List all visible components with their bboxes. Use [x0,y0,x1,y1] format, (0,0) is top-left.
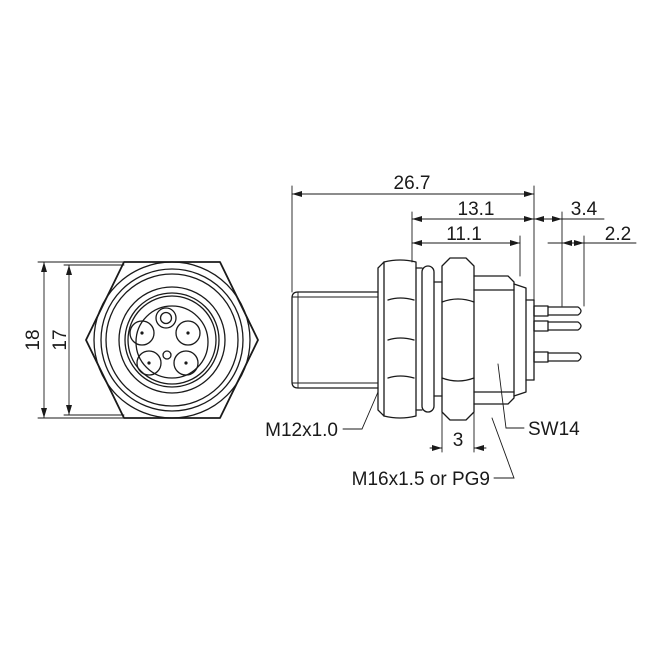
socket-bottom-right [173,350,199,376]
dim-height-outer-label: 18 [23,329,44,350]
socket-top-right [175,320,201,346]
dim-thread-length-label: 11.1 [446,224,482,245]
callout-front-thread-label: M12x1.0 [265,420,338,441]
dim-panel-gap [429,411,487,453]
dim-rear-length-label: 13.1 [458,199,495,220]
dim-panel-gap-label: 3 [453,430,464,451]
coding-key-outer [155,307,177,329]
coding-key-inner [159,311,173,325]
callout-panel-thread-label: M16x1.5 or PG9 [352,469,490,490]
callout-wrench-size-label: SW14 [528,419,580,440]
socket-bottom-left [136,350,162,376]
dim-pin-offset [547,235,637,307]
dim-overall-length-label: 26.7 [394,173,431,194]
dim-pin-offset-label: 2.2 [605,224,631,245]
dim-thread-length [411,235,521,277]
insert-face [135,305,209,379]
socket-center [162,350,172,360]
o-ring [421,265,435,413]
callout-wrench-size-leader [497,363,525,429]
rear-body [473,275,535,405]
pin-3 [533,351,582,363]
dim-overall-length [291,185,535,301]
side-view: 26.7 13.1 11.1 3.4 [265,173,637,490]
dim-pin-length-label: 3.4 [571,199,598,220]
callout-front-thread-leader [342,391,379,430]
dim-height-inner-label: 17 [50,329,71,350]
hex-nut [441,257,475,421]
pin-1 [533,305,582,317]
callout-panel-thread-leader [491,417,515,479]
dim-pin-length [533,211,605,307]
dim-height-outer [37,261,125,419]
pin-2 [533,320,582,332]
socket-top-left [129,320,155,346]
flange [377,259,423,419]
dim-rear-length [411,211,535,263]
front-ring-2 [105,273,239,407]
front-hex-outline [85,261,259,419]
front-ring-4 [124,292,220,388]
front-view: 18 17 [23,261,259,419]
front-ring-3 [118,286,226,394]
panel-thread [433,281,443,397]
front-outer-circle [93,261,251,419]
front-ring-1 [100,268,244,412]
front-thread-body [291,291,379,389]
front-ring-5 [127,295,217,385]
dim-height-inner [63,264,125,416]
